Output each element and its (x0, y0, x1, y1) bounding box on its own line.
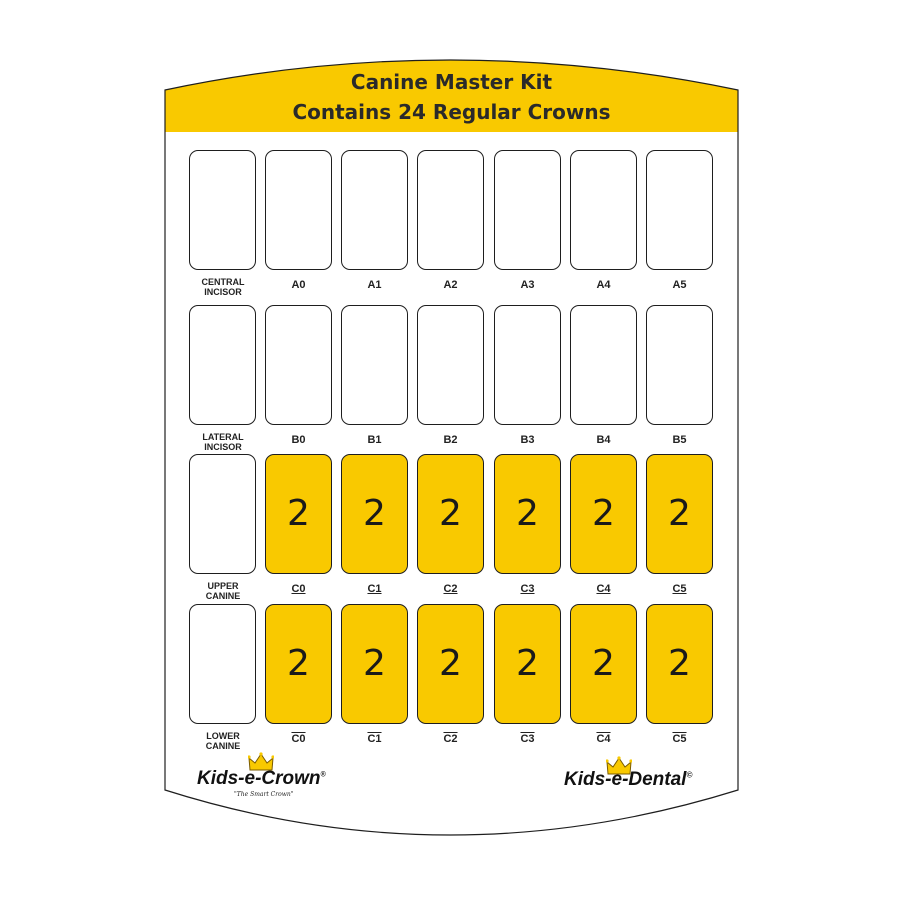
left-logo-mark: ® (320, 771, 326, 779)
crown-slot (646, 150, 713, 270)
crown-slot (265, 305, 332, 425)
crown-slot (417, 305, 484, 425)
kit-title: Canine Master Kit (350, 70, 553, 94)
crown-quantity: 2 (592, 643, 615, 684)
kit-subtitle: Contains 24 Regular Crowns (292, 100, 611, 124)
crown-slot: 2 (570, 604, 637, 724)
row-header-slot (189, 305, 256, 425)
crown-slot (417, 150, 484, 270)
crown-quantity: 2 (516, 643, 539, 684)
slot-label: C3 (520, 733, 535, 745)
slot-label: B5 (672, 434, 687, 446)
crown-slot: 2 (570, 454, 637, 574)
slot-label: A2 (443, 279, 458, 291)
right-logo-text: Kids-e-Dental (564, 769, 687, 790)
slot-label: A5 (672, 279, 687, 291)
crown-slot: 2 (265, 604, 332, 724)
crown-slot: 2 (494, 454, 561, 574)
slot-label: B1 (367, 434, 382, 446)
crown-icon (606, 756, 632, 775)
crown-quantity: 2 (287, 643, 310, 684)
slot-label: C2 (443, 733, 458, 745)
crown-slot (494, 150, 561, 270)
crown-slot (646, 305, 713, 425)
slot-label: C4 (596, 733, 611, 745)
slot-label: C5 (672, 583, 687, 595)
crown-slot (570, 305, 637, 425)
slot-label: B4 (596, 434, 611, 446)
slot-label: C1 (367, 583, 382, 595)
crown-slot: 2 (417, 454, 484, 574)
crown-quantity: 2 (439, 643, 462, 684)
slot-label: B2 (443, 434, 458, 446)
crown-slot: 2 (646, 454, 713, 574)
row-header-slot (189, 604, 256, 724)
right-logo-mark: © (686, 770, 693, 780)
slot-label: C4 (596, 583, 611, 595)
crown-slot (265, 150, 332, 270)
crown-slot: 2 (494, 604, 561, 724)
slot-label: C0 (291, 583, 306, 595)
crown-quantity: 2 (287, 493, 310, 534)
slot-label: C1 (367, 733, 382, 745)
left-logo-text: Kids-e-Crown (197, 768, 321, 789)
crown-quantity: 2 (668, 493, 691, 534)
crown-slot (494, 305, 561, 425)
slot-label: A4 (596, 279, 611, 291)
slot-label: B3 (520, 434, 535, 446)
crown-quantity: 2 (668, 643, 691, 684)
row-header-slot (189, 150, 256, 270)
crown-slot: 2 (646, 604, 713, 724)
slot-label: A0 (291, 279, 306, 291)
crown-slot: 2 (341, 604, 408, 724)
slot-label: B0 (291, 434, 306, 446)
slot-label: A1 (367, 279, 382, 291)
crown-quantity: 2 (363, 493, 386, 534)
crown-slot (341, 150, 408, 270)
left-logo-tagline: "The Smart Crown" (234, 791, 294, 798)
slot-label: C5 (672, 733, 687, 745)
crown-slot (341, 305, 408, 425)
slot-label: C3 (520, 583, 535, 595)
slot-label: A3 (520, 279, 535, 291)
crown-slot: 2 (341, 454, 408, 574)
row-header-slot (189, 454, 256, 574)
slot-label: C0 (291, 733, 306, 745)
crown-slot: 2 (265, 454, 332, 574)
row-label: LOWER CANINE (205, 731, 241, 751)
crown-quantity: 2 (439, 493, 462, 534)
crown-icon (248, 752, 274, 771)
crown-quantity: 2 (592, 493, 615, 534)
crown-slot: 2 (417, 604, 484, 724)
row-label: CENTRAL INCISOR (201, 277, 245, 297)
crown-quantity: 2 (516, 493, 539, 534)
row-label: LATERAL INCISOR (202, 432, 244, 452)
crown-quantity: 2 (363, 643, 386, 684)
slot-label: C2 (443, 583, 458, 595)
crown-slot (570, 150, 637, 270)
row-label: UPPER CANINE (205, 581, 241, 601)
